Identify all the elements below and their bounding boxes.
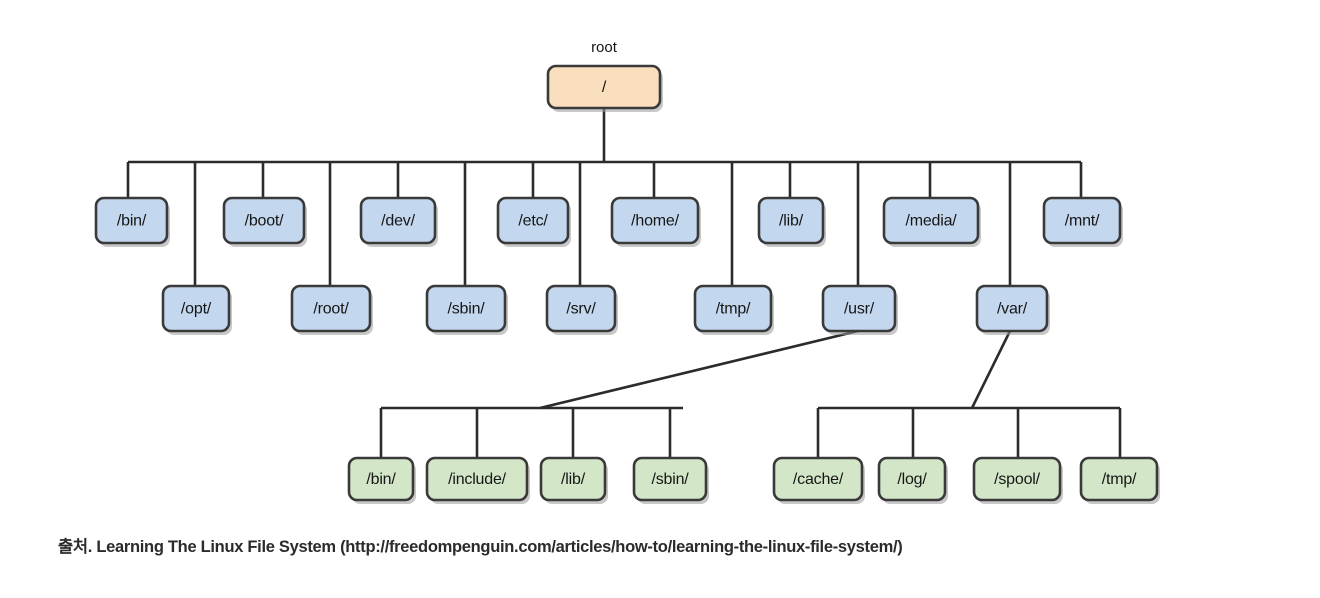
- node-root-label: /: [602, 79, 607, 96]
- node-usr-sbin-label: /sbin/: [651, 471, 689, 488]
- node-usr-include-box[interactable]: [425, 456, 529, 502]
- node-usr-l1[interactable]: /usr/: [821, 284, 898, 335]
- edges-layer: [126, 108, 1122, 458]
- node-var-l1-label: /var/: [997, 301, 1028, 318]
- node-lib-l1-label: /lib/: [779, 213, 804, 230]
- node-home-l1-box[interactable]: [610, 196, 700, 245]
- node-dev-l1-box[interactable]: [359, 196, 437, 245]
- node-mnt-l1-box[interactable]: [1042, 196, 1122, 245]
- node-tmp-l1-box[interactable]: [693, 284, 773, 333]
- node-root-box[interactable]: [546, 64, 662, 110]
- node-usr-lib-box[interactable]: [539, 456, 607, 502]
- node-root-l1-box[interactable]: [290, 284, 372, 333]
- node-usr-include-label: /include/: [448, 471, 507, 488]
- root-caption-label: root: [591, 39, 618, 56]
- node-var-cache-box[interactable]: [772, 456, 864, 502]
- node-home-l1[interactable]: /home/: [610, 196, 701, 247]
- node-srv-l1-label: /srv/: [566, 301, 596, 318]
- node-var-tmp[interactable]: /tmp/: [1079, 456, 1160, 504]
- node-root-l1[interactable]: /root/: [290, 284, 373, 335]
- diagonal-edge-usr: [539, 329, 859, 410]
- node-media-l1-box[interactable]: [882, 196, 980, 245]
- nodes-layer: / root/bin/ /opt/ /boot/ /root/ /dev/ /sbin/ /e…: [94, 39, 1160, 504]
- node-tmp-l1-label: /tmp/: [716, 301, 751, 318]
- node-lib-l1[interactable]: /lib/: [757, 196, 826, 247]
- source-caption: 출처. Learning The Linux File System (http…: [58, 538, 903, 556]
- node-var-spool-box[interactable]: [972, 456, 1062, 502]
- node-sbin-l1[interactable]: /sbin/: [425, 284, 508, 335]
- node-media-l1[interactable]: /media/: [882, 196, 981, 247]
- node-root[interactable]: /: [546, 64, 663, 112]
- node-etc-l1[interactable]: /etc/: [496, 196, 571, 247]
- node-var-tmp-box[interactable]: [1079, 456, 1159, 502]
- node-dev-l1[interactable]: /dev/: [359, 196, 438, 247]
- node-opt-l1-label: /opt/: [181, 301, 212, 318]
- node-mnt-l1[interactable]: /mnt/: [1042, 196, 1123, 247]
- node-usr-sbin[interactable]: /sbin/: [632, 456, 709, 504]
- node-opt-l1-box[interactable]: [161, 284, 231, 333]
- node-boot-l1[interactable]: /boot/: [222, 196, 307, 247]
- node-usr-include[interactable]: /include/: [425, 456, 530, 504]
- node-var-spool[interactable]: /spool/: [972, 456, 1063, 504]
- node-root-l1-label: /root/: [313, 301, 349, 318]
- node-opt-l1[interactable]: /opt/: [161, 284, 232, 335]
- node-usr-l1-label: /usr/: [844, 301, 875, 318]
- node-usr-sbin-box[interactable]: [632, 456, 708, 502]
- node-bin-l1-label: /bin/: [117, 213, 147, 230]
- node-usr-lib[interactable]: /lib/: [539, 456, 608, 504]
- node-media-l1-label: /media/: [905, 213, 957, 230]
- node-var-tmp-label: /tmp/: [1102, 471, 1137, 488]
- diagonal-edge-var: [970, 330, 1012, 409]
- node-boot-l1-box[interactable]: [222, 196, 306, 245]
- node-mnt-l1-label: /mnt/: [1065, 213, 1100, 230]
- node-usr-lib-label: /lib/: [561, 471, 586, 488]
- node-boot-l1-label: /boot/: [245, 213, 285, 230]
- node-var-cache-label: /cache/: [793, 471, 844, 488]
- node-var-log-label: /log/: [897, 471, 927, 488]
- node-sbin-l1-label: /sbin/: [447, 301, 485, 318]
- node-etc-l1-label: /etc/: [518, 213, 548, 230]
- node-var-l1[interactable]: /var/: [975, 284, 1050, 335]
- node-var-log-box[interactable]: [877, 456, 947, 502]
- node-var-log[interactable]: /log/: [877, 456, 948, 504]
- node-etc-l1-box[interactable]: [496, 196, 570, 245]
- node-lib-l1-box[interactable]: [757, 196, 825, 245]
- node-var-l1-box[interactable]: [975, 284, 1049, 333]
- node-tmp-l1[interactable]: /tmp/: [693, 284, 774, 335]
- node-dev-l1-label: /dev/: [381, 213, 415, 230]
- node-var-cache[interactable]: /cache/: [772, 456, 865, 504]
- node-usr-l1-box[interactable]: [821, 284, 897, 333]
- node-usr-bin-label: /bin/: [366, 471, 396, 488]
- node-var-spool-label: /spool/: [994, 471, 1040, 488]
- node-usr-bin-box[interactable]: [347, 456, 415, 502]
- node-home-l1-label: /home/: [631, 213, 679, 230]
- node-srv-l1-box[interactable]: [545, 284, 617, 333]
- node-usr-bin[interactable]: /bin/: [347, 456, 416, 504]
- node-bin-l1-box[interactable]: [94, 196, 169, 245]
- node-sbin-l1-box[interactable]: [425, 284, 507, 333]
- node-srv-l1[interactable]: /srv/: [545, 284, 618, 335]
- node-bin-l1[interactable]: /bin/: [94, 196, 170, 247]
